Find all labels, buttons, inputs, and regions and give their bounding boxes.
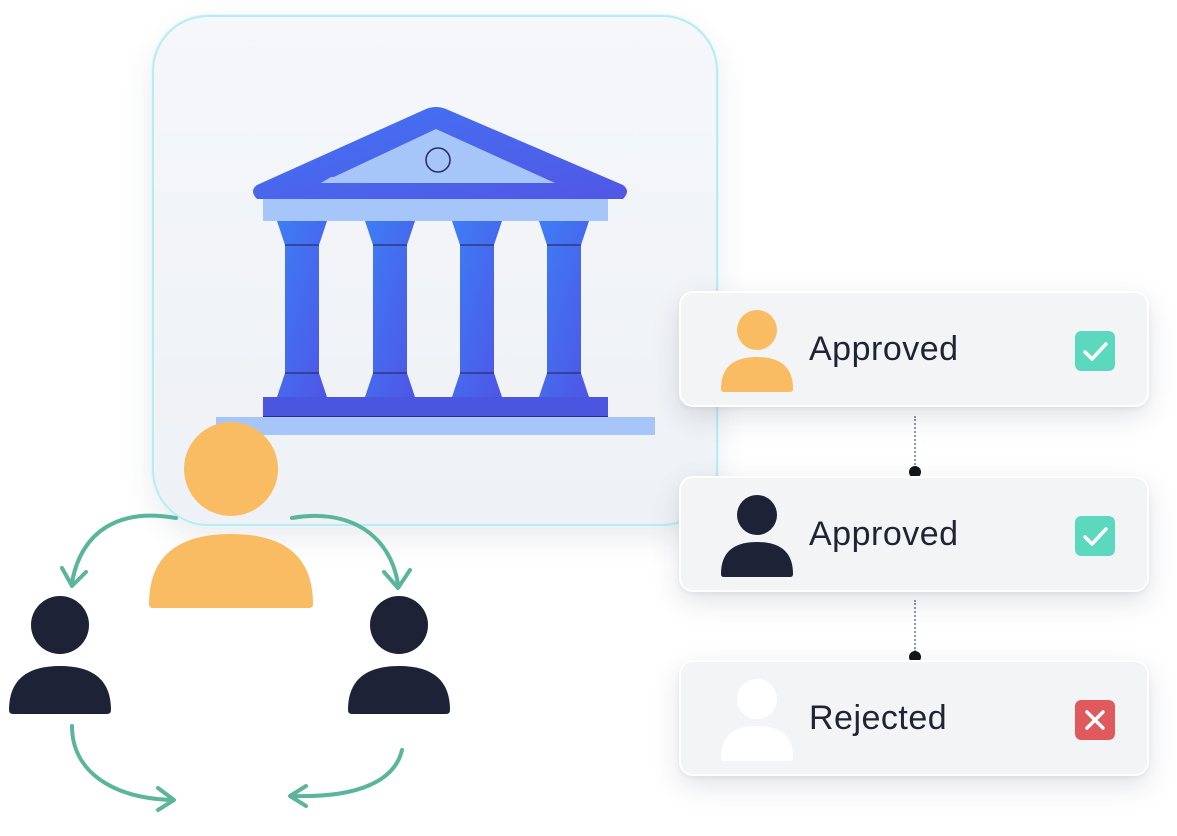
checkmark-icon[interactable] [1075,516,1115,556]
circular-flow-arrows [60,513,412,812]
checkmark-icon[interactable] [1075,331,1115,371]
person-icon [721,495,793,577]
status-label: Rejected [809,699,948,737]
connector-dot [909,466,921,478]
approval-card-2: Approved [679,476,1149,592]
approval-card-3: Rejected [679,660,1149,776]
person-icon [348,596,450,714]
curved-arrow-icon [70,513,178,584]
bank-building-icon [216,107,655,435]
person-icon [149,422,313,608]
person-icon [9,596,111,714]
status-label: Approved [809,515,959,553]
curved-arrow-icon [290,748,404,799]
connector-line [914,600,916,652]
connector-line [914,416,916,468]
curved-arrow-icon [70,724,174,802]
person-icon [721,310,793,392]
approval-card-1: Approved [679,291,1149,407]
status-label: Approved [809,330,959,368]
person-icon [721,679,793,761]
curved-arrow-icon [290,513,400,586]
x-icon[interactable] [1075,700,1115,740]
